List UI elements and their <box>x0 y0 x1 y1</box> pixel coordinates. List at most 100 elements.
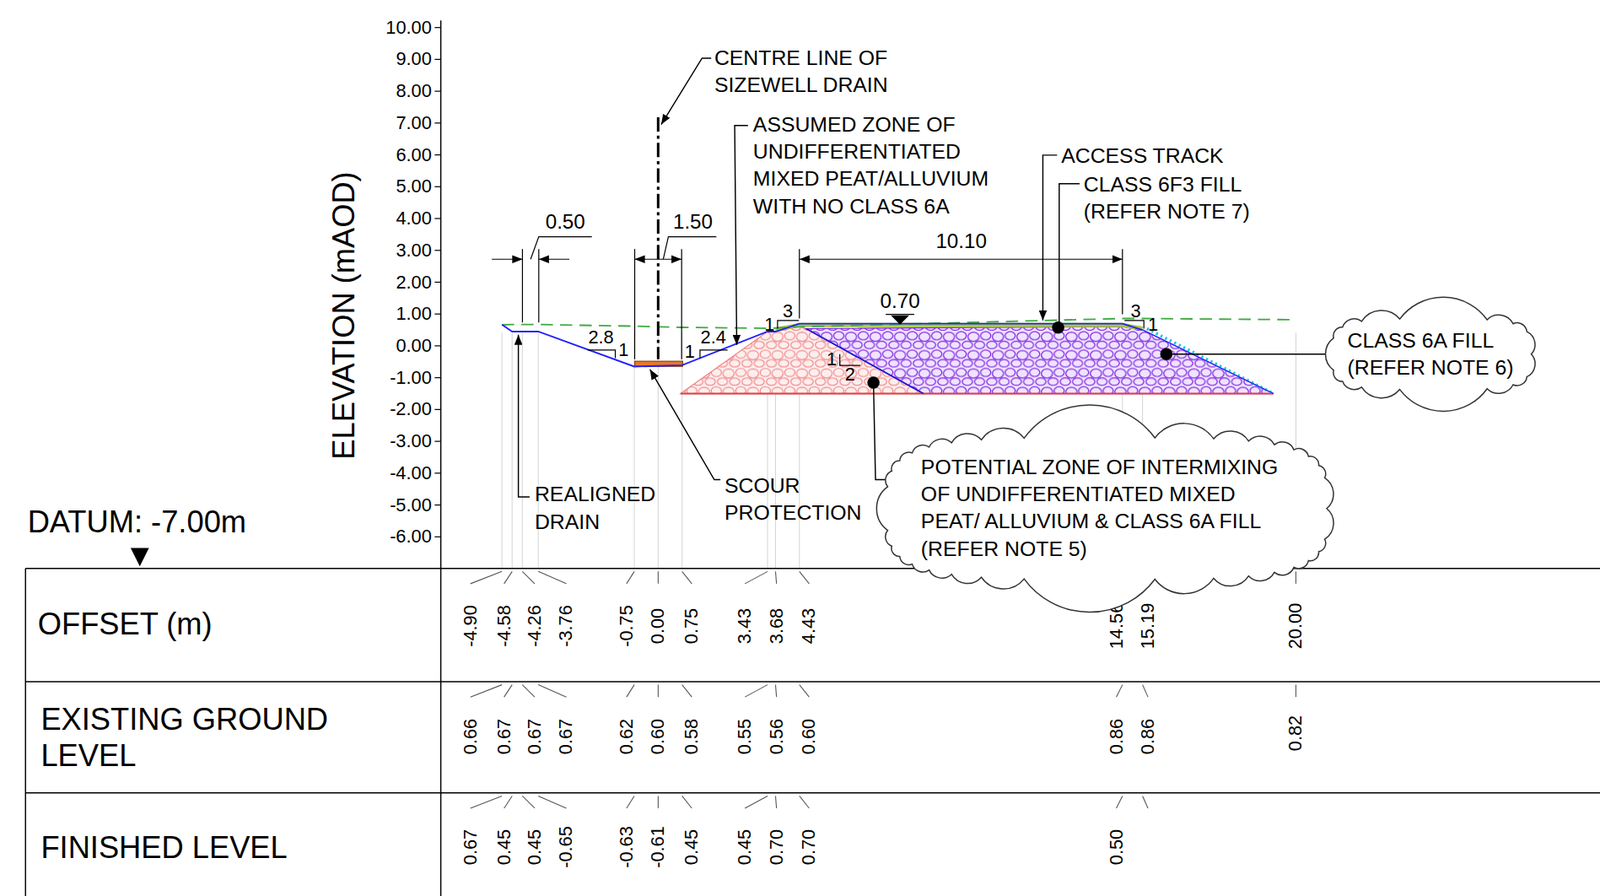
offset-value: 3.68 <box>767 607 787 643</box>
finished-level-value: 0.67 <box>461 829 480 865</box>
finished-level-value: -0.65 <box>557 825 577 868</box>
cloud-text: POTENTIAL ZONE OF INTERMIXING OF UNDIFFE… <box>921 453 1294 563</box>
access-track-6f3 <box>775 324 1143 329</box>
ground-level-value: 0.82 <box>1287 714 1306 750</box>
table-tick <box>744 795 768 809</box>
slope-ratio: 2.8 <box>587 325 614 350</box>
table-tick <box>1142 795 1148 809</box>
centre-line <box>657 117 660 360</box>
cloud-text: CLASS 6A FILL (REFER NOTE 6) <box>1347 327 1517 382</box>
table-tick <box>1116 684 1123 698</box>
table-tick <box>657 571 659 584</box>
cloud-outline <box>1318 304 1546 405</box>
level-marker <box>890 315 910 325</box>
offset-value: -4.26 <box>525 604 545 647</box>
finished-level-value: 0.70 <box>799 829 819 865</box>
finished-level-value: 0.70 <box>767 829 787 865</box>
ground-level-value: 0.67 <box>557 718 577 755</box>
offset-value: 20.00 <box>1287 602 1306 648</box>
intermix-boundary <box>806 328 924 394</box>
finished-level-line <box>1142 329 1274 394</box>
ground-level-value: 0.62 <box>617 718 636 755</box>
dimensions <box>491 237 1123 360</box>
table-tick <box>744 571 768 584</box>
ground-level-value: 0.67 <box>525 718 545 755</box>
table-tick <box>682 795 693 809</box>
slope-ratio: 1 <box>826 347 837 372</box>
table-tick <box>775 571 776 584</box>
finished-level-value: -0.63 <box>617 825 636 868</box>
table-tick <box>522 795 535 809</box>
axis-tick <box>434 26 441 28</box>
axis-value: 10.00 <box>385 16 431 40</box>
axis-value: 1.00 <box>395 301 431 326</box>
ground-level-value: 0.55 <box>735 718 755 755</box>
cloud-outline <box>872 423 1342 593</box>
axis-tick <box>434 249 441 251</box>
axis-tick <box>434 217 441 219</box>
table-tick-marks <box>470 571 1297 809</box>
callout-text: CLASS 6F3 FILL (REFER NOTE 7) <box>1083 170 1273 225</box>
cloud-text-group: POTENTIAL ZONE OF INTERMIXING OF UNDIFFE… <box>921 453 1294 563</box>
cloud-shape <box>1325 296 1535 411</box>
slope-ratio: 1 <box>618 338 629 362</box>
axis-value: 4.00 <box>395 206 431 231</box>
table-tick <box>522 684 535 698</box>
offset-gridline <box>522 332 523 568</box>
axis-value: -1.00 <box>389 366 432 390</box>
table-tick <box>538 684 566 698</box>
axis-value: -4.00 <box>389 461 432 485</box>
axis-tick <box>434 344 441 346</box>
axis-tick <box>434 377 441 378</box>
finished-level-value: 0.45 <box>682 829 701 865</box>
ground-level-value: 0.56 <box>767 718 787 755</box>
ground-level-value: 0.67 <box>495 718 514 755</box>
table-tick <box>775 795 776 809</box>
fill-base <box>923 393 1274 395</box>
slope-ratio: 2.4 <box>700 325 727 350</box>
fill-base <box>680 393 924 395</box>
class-6a-fill <box>806 326 1274 394</box>
table-tick <box>626 571 635 584</box>
table-heading: OFFSET (m) <box>37 604 213 645</box>
offset-gridline <box>501 332 503 568</box>
cloud-callout: CLASS 6A FILL (REFER NOTE 6) <box>1318 304 1546 405</box>
axis-tick <box>434 409 441 410</box>
offset-value: -4.90 <box>461 604 480 647</box>
offset-gridline <box>511 332 513 568</box>
axis-tick <box>434 59 441 60</box>
offset-value: -0.75 <box>617 604 636 647</box>
finished-level-value: 0.50 <box>1107 829 1126 865</box>
cloud-callout: POTENTIAL ZONE OF INTERMIXING OF UNDIFFE… <box>872 423 1342 593</box>
slope-ratio: 3 <box>782 299 793 324</box>
table-tick <box>626 795 635 809</box>
offset-value: 15.19 <box>1138 602 1158 648</box>
finished-level-line <box>501 323 1143 367</box>
axis-title: ELEVATION (mAOD) <box>328 171 360 459</box>
table-tick <box>522 571 535 584</box>
axis-tick <box>434 91 441 92</box>
axis-value: -5.00 <box>389 493 432 518</box>
table-tick <box>470 795 502 809</box>
slope-ratio: 2 <box>845 362 856 387</box>
leader-dots <box>867 321 1173 389</box>
level-value: 0.70 <box>880 287 921 314</box>
offset-value: 4.43 <box>799 607 819 643</box>
ground-level-value: 0.66 <box>461 718 480 755</box>
cloud-text-group: CLASS 6A FILL (REFER NOTE 6) <box>1347 327 1517 382</box>
ground-level-value: 0.60 <box>799 718 819 755</box>
table-tick <box>1116 795 1123 809</box>
offset-value: -4.58 <box>495 604 514 647</box>
offset-value: -3.76 <box>557 604 577 647</box>
slope-ratio: 1 <box>1147 312 1159 337</box>
axis-value: 8.00 <box>395 79 431 103</box>
table-tick <box>682 684 693 698</box>
table-tick <box>626 684 635 698</box>
ground-level-value: 0.58 <box>682 718 701 755</box>
finished-level-value: 0.45 <box>525 829 545 865</box>
callout-text: REALIGNED DRAIN <box>534 480 673 535</box>
offset-gridline <box>634 332 636 568</box>
axis-tick <box>434 122 441 124</box>
offset-value: 0.75 <box>682 607 701 643</box>
table-tick <box>799 571 810 584</box>
